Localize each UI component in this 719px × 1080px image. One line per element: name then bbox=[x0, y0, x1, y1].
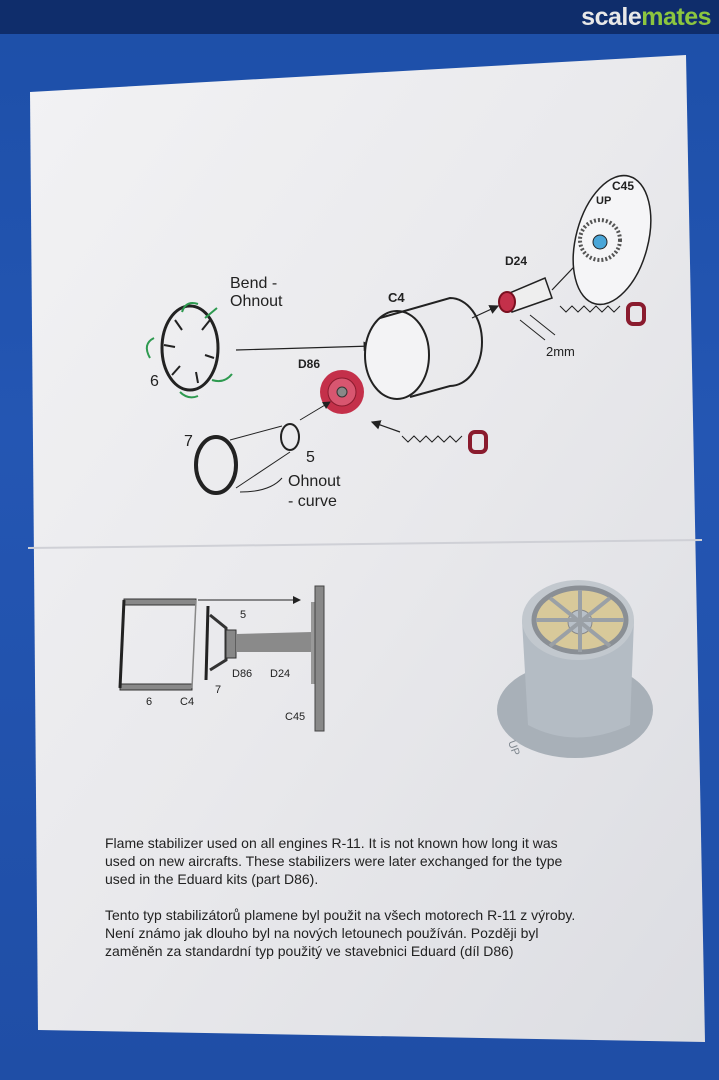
saw-icon bbox=[401, 430, 488, 454]
section-part-d86: D86 bbox=[232, 668, 252, 680]
scalemates-logo[interactable]: scalemates bbox=[581, 3, 711, 31]
part-c4-label: C4 bbox=[388, 290, 405, 305]
section-part-c4: C4 bbox=[180, 696, 194, 708]
section-part-6: 6 bbox=[146, 696, 152, 708]
part-photo: UP bbox=[497, 580, 653, 758]
dimension-2mm: 2mm bbox=[546, 344, 575, 359]
bend-label: Bend - bbox=[230, 275, 277, 292]
part-6-label: 6 bbox=[150, 373, 159, 390]
section-part-5: 5 bbox=[240, 609, 246, 621]
top-bar bbox=[0, 0, 719, 34]
part-7-label: 7 bbox=[184, 433, 193, 450]
part-d86-stabilizer bbox=[320, 370, 364, 414]
saw-icon bbox=[559, 302, 646, 326]
part-5-label: 5 bbox=[306, 449, 315, 466]
section-part-d24: D24 bbox=[270, 668, 290, 680]
section-part-7: 7 bbox=[215, 684, 221, 696]
photo-up-mark: UP bbox=[505, 739, 522, 757]
ohnout-curve-label: Ohnout bbox=[288, 473, 341, 490]
czech-description: Tento typ stabilizátorů plamene byl použ… bbox=[105, 907, 576, 959]
section-part-c45: C45 bbox=[285, 711, 305, 723]
part-d24-label: D24 bbox=[505, 254, 527, 268]
curve-label: - curve bbox=[288, 493, 337, 510]
part-d86-label: D86 bbox=[298, 357, 320, 371]
ohnout-label: Ohnout bbox=[230, 293, 283, 310]
up-mark: UP bbox=[596, 195, 611, 207]
english-description: Flame stabilizer used on all engines R-1… bbox=[105, 835, 563, 887]
exploded-diagram: Bend - Ohnout 6 C4 D86 D24 2mm UP C45 bbox=[145, 174, 652, 510]
part-6-ring bbox=[160, 304, 220, 392]
fold-line bbox=[27, 539, 703, 549]
section-diagram: 5 D86 D24 7 6 C4 C45 bbox=[118, 585, 325, 732]
part-c45-label: C45 bbox=[612, 179, 634, 193]
